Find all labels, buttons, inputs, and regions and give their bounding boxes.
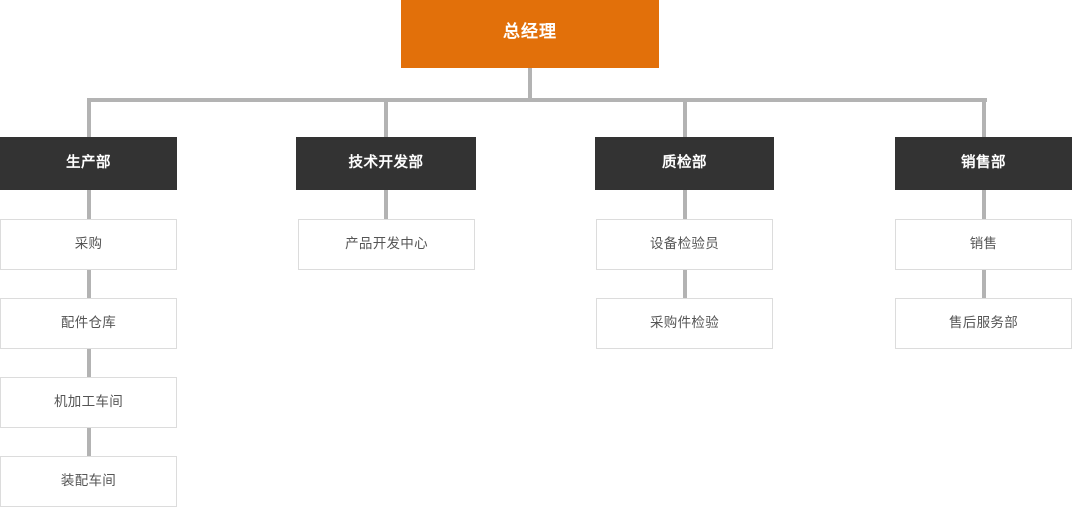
connector-horizontal-bus — [87, 98, 987, 102]
org-node-dept-3-child-2-label: 采购件检验 — [650, 315, 719, 331]
connector-dept-2-to-child-1 — [384, 190, 388, 219]
connector-drop-dept-1 — [87, 98, 91, 139]
org-node-dept-3-label: 质检部 — [662, 154, 707, 171]
org-node-dept-4[interactable]: 销售部 — [895, 137, 1072, 190]
org-node-dept-1-child-3[interactable]: 机加工车间 — [0, 377, 177, 428]
connector-dept-4-to-child-2 — [982, 270, 986, 298]
org-node-dept-4-child-1[interactable]: 销售 — [895, 219, 1072, 270]
org-node-dept-4-child-2-label: 售后服务部 — [949, 315, 1018, 331]
org-node-dept-1-child-1[interactable]: 采购 — [0, 219, 177, 270]
connector-root-stem — [528, 68, 532, 102]
org-node-dept-1-child-4-label: 装配车间 — [60, 473, 117, 489]
org-node-dept-1-child-2[interactable]: 配件仓库 — [0, 298, 177, 349]
org-node-dept-3-child-1-label: 设备检验员 — [650, 236, 719, 252]
connector-dept-1-to-child-2 — [87, 270, 91, 298]
org-node-root[interactable]: 总经理 — [401, 0, 659, 68]
org-node-dept-2[interactable]: 技术开发部 — [296, 137, 476, 190]
connector-dept-1-to-child-1 — [87, 190, 91, 219]
org-node-dept-1-child-4[interactable]: 装配车间 — [0, 456, 177, 507]
org-node-dept-2-label: 技术开发部 — [348, 154, 424, 171]
org-node-dept-4-child-2[interactable]: 售后服务部 — [895, 298, 1072, 349]
connector-drop-dept-3 — [683, 98, 687, 139]
connector-dept-3-to-child-2 — [683, 270, 687, 298]
connector-drop-dept-2 — [384, 98, 388, 139]
connector-drop-dept-4 — [982, 98, 986, 139]
connector-dept-1-to-child-4 — [87, 428, 91, 456]
org-node-dept-2-child-1[interactable]: 产品开发中心 — [298, 219, 475, 270]
org-node-dept-1-child-2-label: 配件仓库 — [60, 315, 117, 331]
org-node-dept-1[interactable]: 生产部 — [0, 137, 177, 190]
connector-dept-1-to-child-3 — [87, 349, 91, 377]
org-node-dept-1-child-1-label: 采购 — [74, 236, 103, 252]
org-node-dept-1-label: 生产部 — [66, 154, 111, 171]
org-node-dept-3[interactable]: 质检部 — [595, 137, 774, 190]
org-node-root-label: 总经理 — [503, 21, 557, 41]
org-node-dept-2-child-1-label: 产品开发中心 — [345, 236, 428, 252]
connector-dept-4-to-child-1 — [982, 190, 986, 219]
connector-dept-3-to-child-1 — [683, 190, 687, 219]
org-node-dept-1-child-3-label: 机加工车间 — [54, 394, 123, 410]
org-node-dept-3-child-1[interactable]: 设备检验员 — [596, 219, 773, 270]
org-node-dept-4-label: 销售部 — [961, 154, 1006, 171]
org-node-dept-4-child-1-label: 销售 — [969, 236, 998, 252]
org-node-dept-3-child-2[interactable]: 采购件检验 — [596, 298, 773, 349]
